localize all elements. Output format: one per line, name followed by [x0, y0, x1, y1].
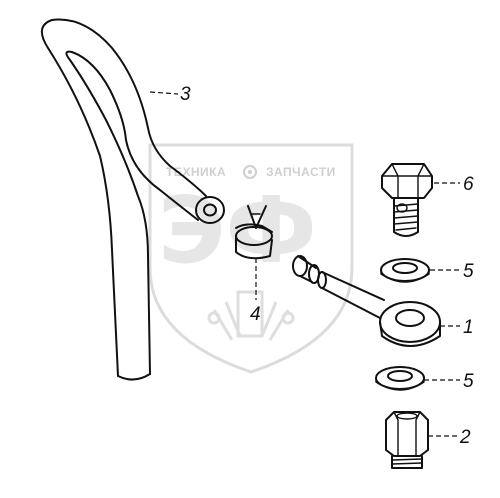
bolt-part-6 — [381, 163, 433, 237]
watermark-big-text: ЭФ — [158, 177, 317, 284]
callout-5-lower: 5 — [463, 371, 474, 392]
watermark-shield-outline — [148, 143, 354, 374]
callout-2: 2 — [459, 427, 471, 448]
callout-6: 6 — [463, 174, 474, 195]
callout-3: 3 — [180, 84, 191, 105]
callout-5-upper: 5 — [463, 261, 474, 282]
clamp-part-4 — [235, 205, 273, 260]
hose-part-3 — [41, 18, 225, 381]
watermark-right-text: ЗАПЧАСТИ — [266, 165, 336, 179]
callout-4: 4 — [250, 304, 261, 325]
washer-part-5-lower — [375, 366, 425, 391]
watermark-wheat-icon — [207, 290, 295, 341]
washer-part-5-upper — [380, 258, 430, 283]
leader-lines — [149, 91, 460, 437]
banjo-fitting-part-1 — [292, 255, 441, 347]
gear-icon — [243, 165, 257, 179]
watermark: ТЕХНИКА ЗАПЧАСТИ ЭФ — [148, 143, 354, 374]
callout-1: 1 — [463, 317, 474, 338]
adapter-part-2 — [385, 411, 429, 469]
